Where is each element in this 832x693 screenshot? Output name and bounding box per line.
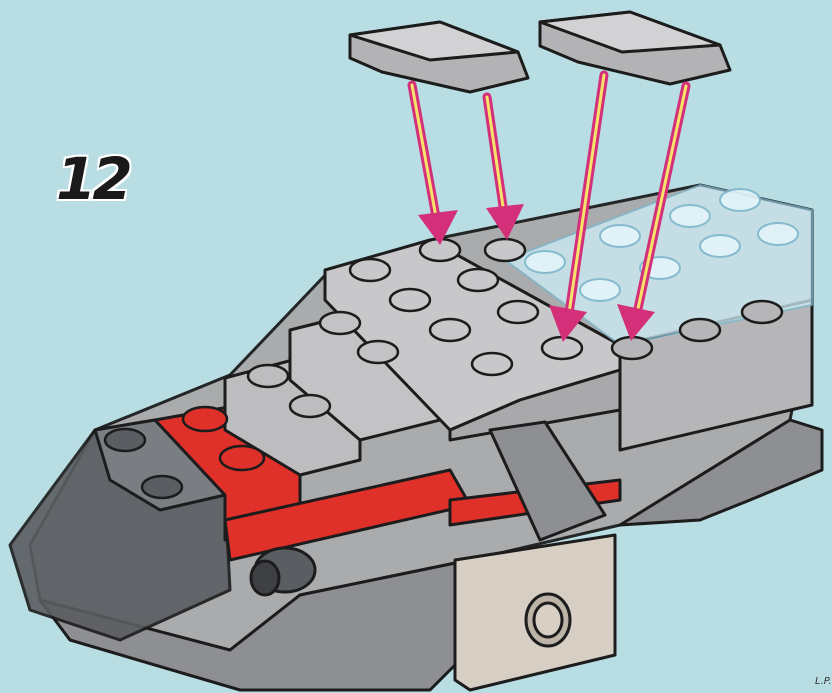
author-credit: L.P. [815, 676, 832, 687]
tan-technic-brick [455, 535, 615, 690]
curved-slope-right-part [540, 12, 730, 84]
arrow-2 [486, 97, 524, 240]
step-number: 12 [56, 150, 129, 208]
curved-slope-left-part [350, 22, 528, 92]
arrow-1 [412, 85, 458, 245]
